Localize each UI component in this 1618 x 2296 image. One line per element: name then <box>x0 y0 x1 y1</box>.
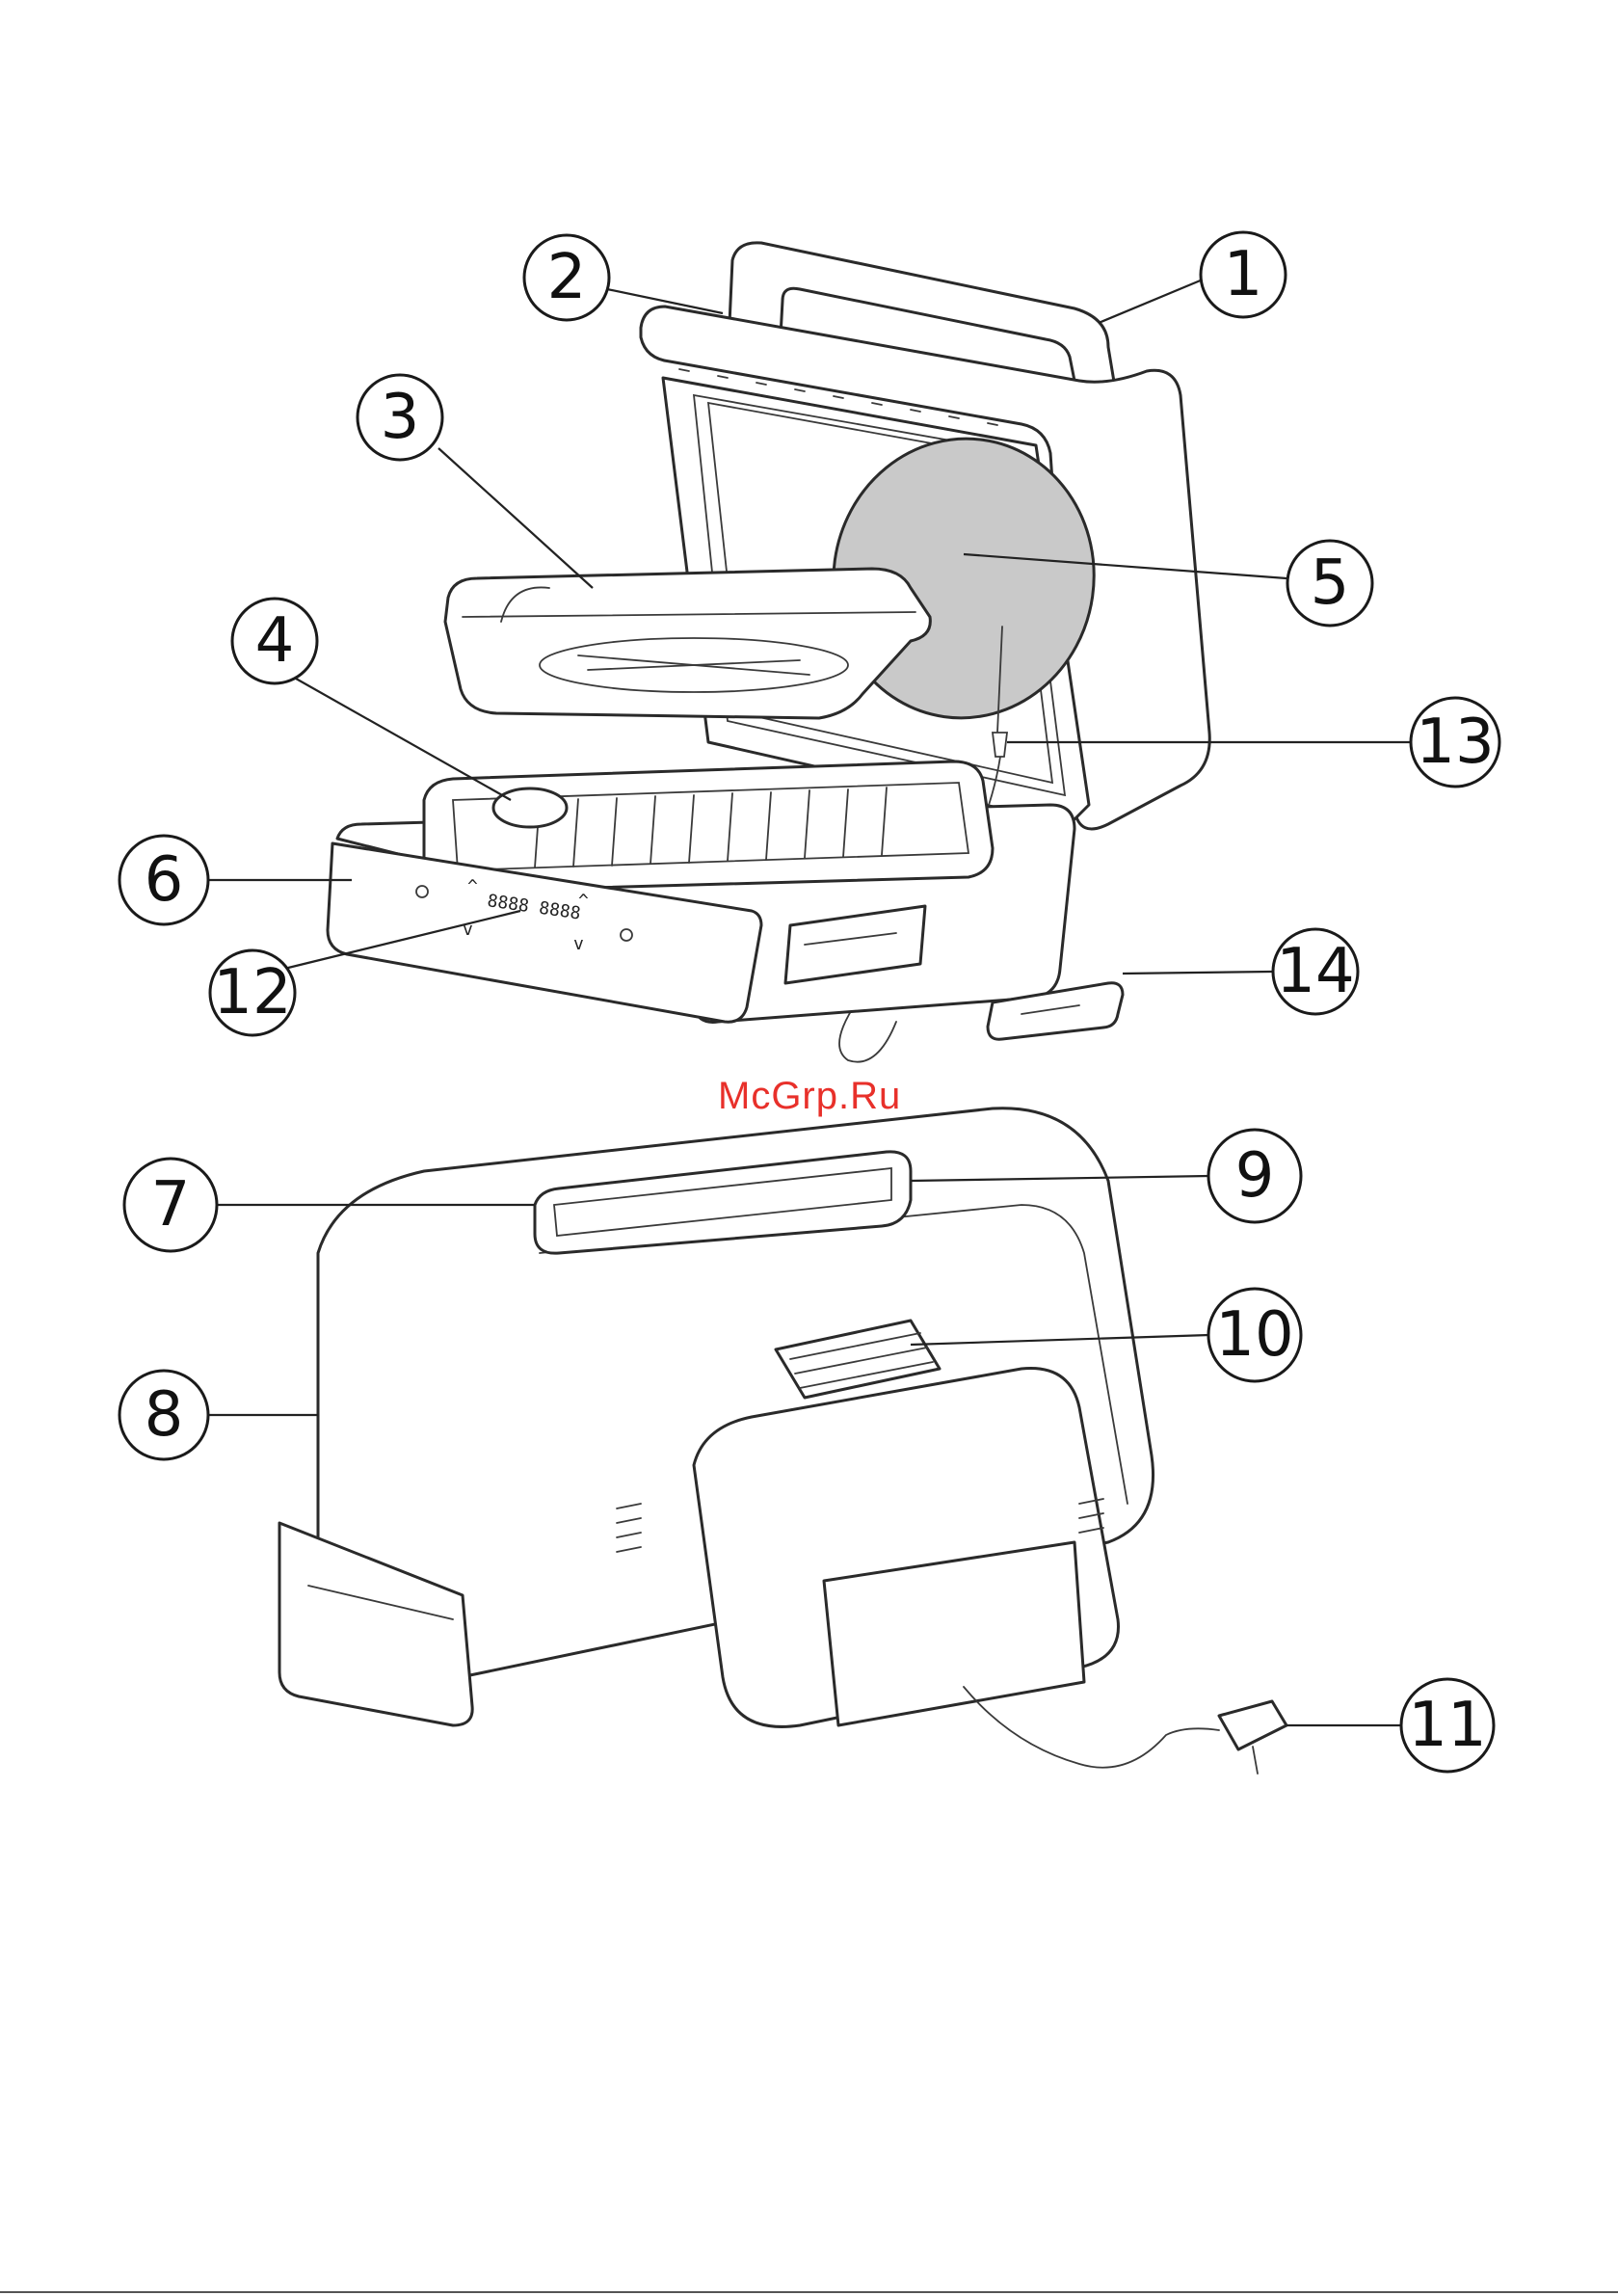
callout-6: 6 <box>119 836 208 924</box>
callout-10: 10 <box>1208 1289 1301 1381</box>
open-grill-illustration: 8888 8888 ^ ^ v v <box>328 243 1209 1062</box>
svg-text:5: 5 <box>1311 547 1350 619</box>
callout-14: 14 <box>1273 929 1358 1014</box>
crisper-basket <box>445 569 930 718</box>
svg-text:11: 11 <box>1408 1690 1486 1761</box>
svg-text:14: 14 <box>1276 936 1354 1007</box>
svg-text:^: ^ <box>578 891 589 911</box>
callout-12: 12 <box>210 950 295 1035</box>
svg-text:12: 12 <box>213 957 291 1028</box>
callout-13: 13 <box>1411 698 1499 787</box>
callout-1: 1 <box>1201 232 1286 317</box>
svg-text:10: 10 <box>1215 1299 1293 1371</box>
svg-text:9: 9 <box>1235 1140 1275 1212</box>
svg-text:2: 2 <box>547 242 587 313</box>
svg-text:^: ^ <box>467 876 478 896</box>
power-cord <box>964 1687 1219 1768</box>
callout-9: 9 <box>1208 1130 1301 1222</box>
callout-3: 3 <box>358 375 442 460</box>
callout-11: 11 <box>1401 1679 1494 1772</box>
svg-text:8: 8 <box>145 1379 184 1451</box>
drip-cup <box>493 788 567 827</box>
callout-8: 8 <box>119 1371 208 1459</box>
svg-text:4: 4 <box>255 605 295 677</box>
callout-7: 7 <box>124 1159 217 1251</box>
svg-text:1: 1 <box>1224 239 1263 310</box>
svg-text:v: v <box>573 934 584 954</box>
svg-text:13: 13 <box>1416 707 1494 778</box>
power-plug <box>1219 1701 1286 1749</box>
closed-grill-illustration <box>279 1108 1286 1774</box>
callout-5: 5 <box>1287 541 1372 626</box>
svg-text:6: 6 <box>145 844 184 916</box>
svg-text:3: 3 <box>381 382 420 453</box>
callout-2: 2 <box>524 235 609 320</box>
callout-4: 4 <box>232 599 317 683</box>
watermark: McGrp.Ru <box>718 1075 901 1118</box>
svg-text:7: 7 <box>151 1169 191 1241</box>
